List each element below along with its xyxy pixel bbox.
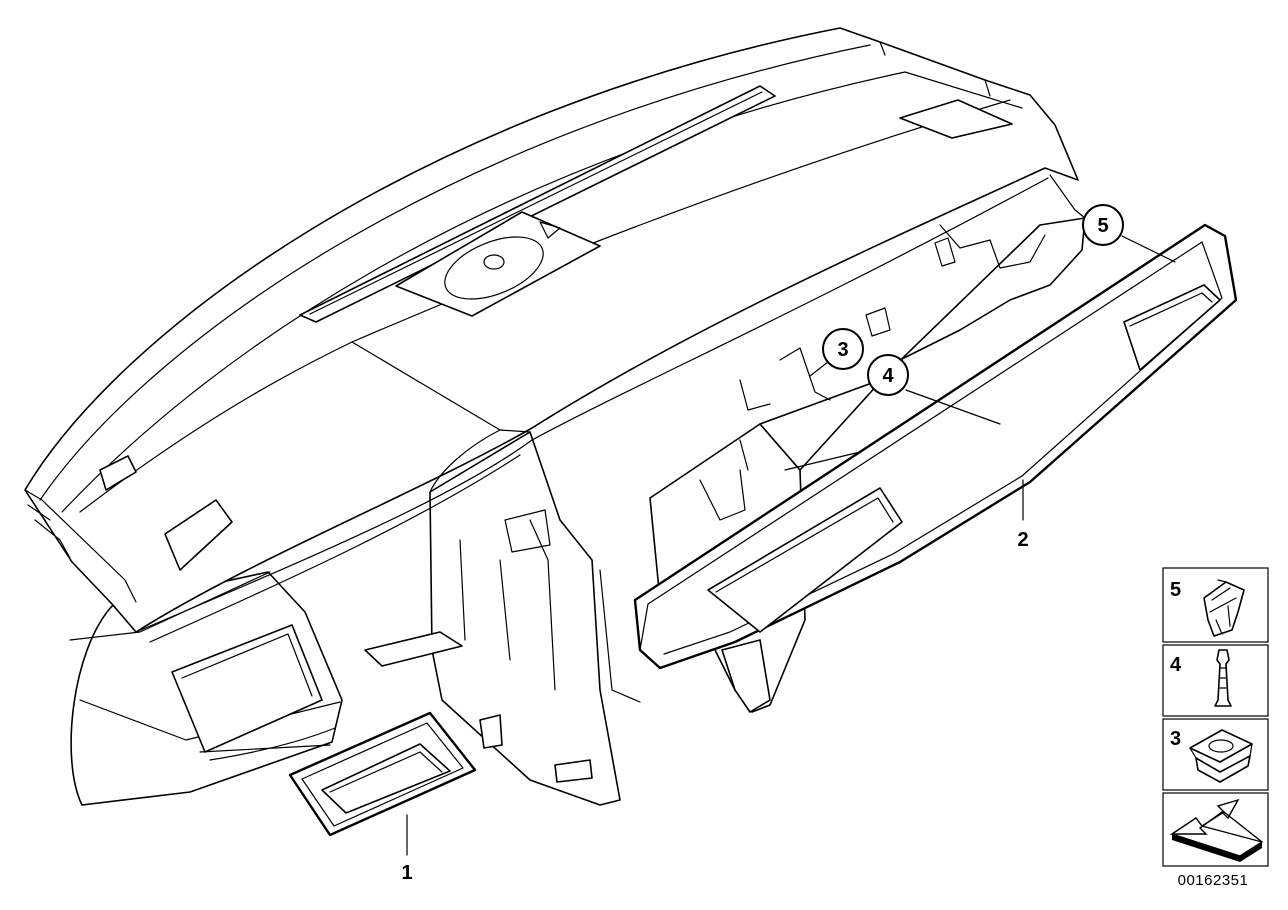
parts-legend: 5 4 3 bbox=[1162, 567, 1269, 867]
callout-5: 5 bbox=[1082, 204, 1124, 246]
diagram-number: 00162351 bbox=[1178, 872, 1249, 889]
legend-item-3-label: 3 bbox=[1170, 728, 1181, 750]
callout-3-label: 3 bbox=[837, 339, 848, 361]
legend-item-5-label: 5 bbox=[1170, 579, 1181, 601]
callout-4-label: 4 bbox=[882, 365, 894, 387]
trim-piece-1-window bbox=[321, 743, 451, 814]
callout-4: 4 bbox=[867, 354, 909, 396]
center-console-structure bbox=[429, 431, 621, 806]
left-airbag-panel bbox=[164, 499, 233, 571]
pin-icon bbox=[1214, 649, 1232, 707]
direction-arrow-icon bbox=[1169, 798, 1264, 862]
trim-strip-2-right-window bbox=[1123, 284, 1221, 371]
legend-item-3: 3 bbox=[1162, 718, 1269, 791]
legend-arrow bbox=[1162, 792, 1269, 867]
defroster-slot bbox=[299, 85, 776, 323]
callout-2-label: 2 bbox=[1017, 529, 1028, 551]
legend-item-4-label: 4 bbox=[1170, 654, 1182, 676]
callout-1-label: 1 bbox=[401, 862, 412, 884]
right-structure bbox=[759, 217, 1086, 471]
leader-lines bbox=[406, 235, 1176, 856]
grommet-icon bbox=[1189, 729, 1253, 783]
legend-item-5: 5 bbox=[1162, 567, 1269, 643]
trim-strip-2 bbox=[633, 223, 1238, 670]
trim-strip-2-left-window bbox=[707, 487, 903, 633]
legend-item-4: 4 bbox=[1162, 644, 1269, 717]
sensor-cover bbox=[899, 99, 1013, 139]
dashboard-top-panel bbox=[24, 27, 1079, 633]
trim-piece-1 bbox=[288, 711, 477, 837]
steering-bracket bbox=[364, 631, 463, 667]
left-vent-opening bbox=[171, 624, 323, 753]
dashboard-drawing bbox=[24, 27, 1086, 806]
clip-icon bbox=[1203, 579, 1245, 637]
callout-5-label: 5 bbox=[1097, 215, 1108, 237]
callout-3: 3 bbox=[822, 328, 864, 370]
